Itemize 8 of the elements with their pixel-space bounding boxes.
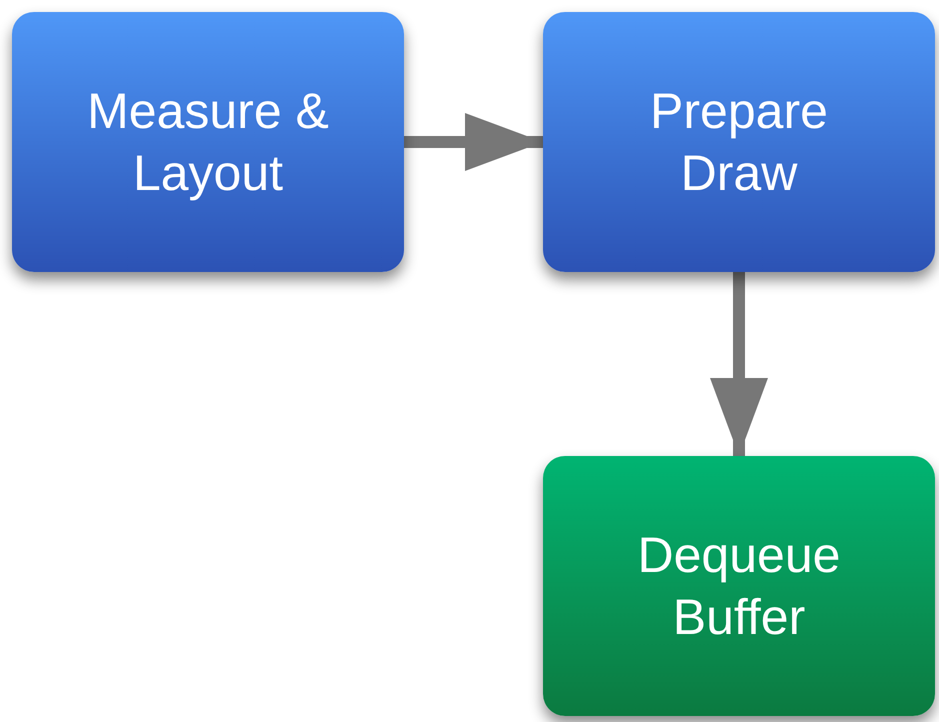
arrow [404,113,543,171]
box-label: Prepare Draw [649,82,829,203]
process-box [12,12,404,272]
arrow [710,272,768,456]
process-box [543,456,935,716]
box-label: Measure & Layout [86,82,330,203]
box-label: Dequeue Buffer [636,526,842,647]
process-box [543,12,935,272]
